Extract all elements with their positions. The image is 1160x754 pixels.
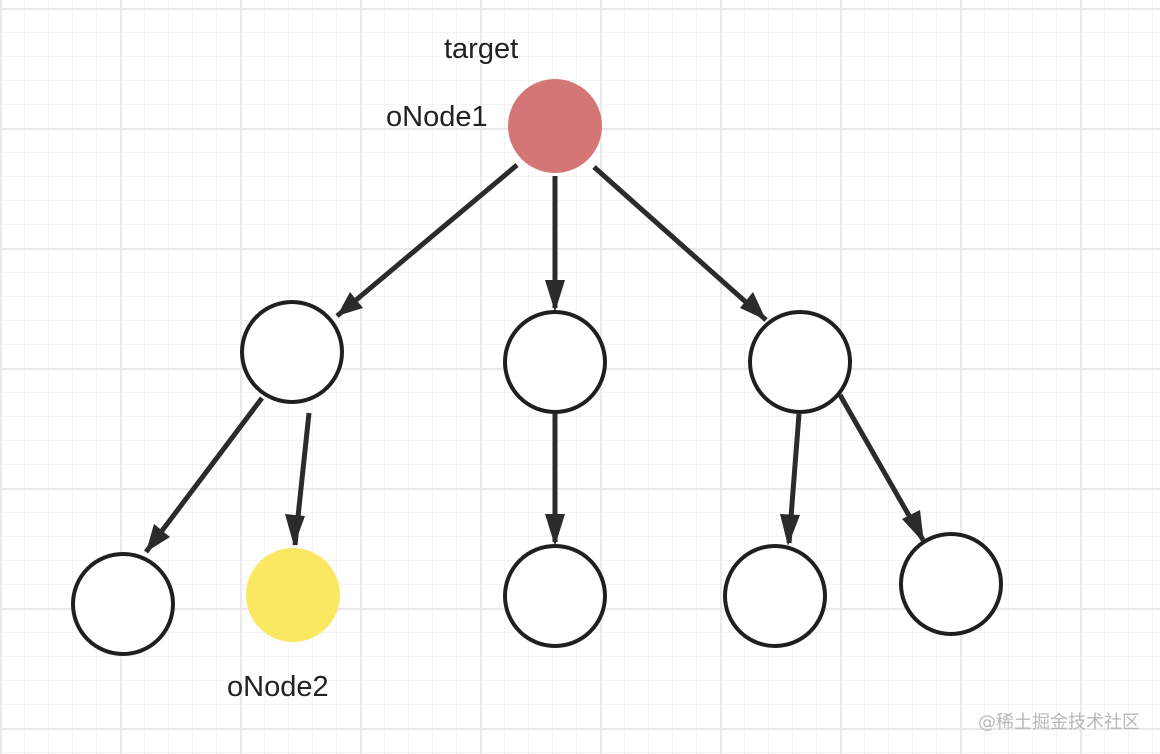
node-child-middle xyxy=(503,310,607,414)
node-leaf-5 xyxy=(899,532,1003,636)
node-child-right xyxy=(748,310,852,414)
edges xyxy=(144,163,926,554)
arrowhead-icon xyxy=(285,514,305,546)
watermark: @稀土掘金技术社区 xyxy=(978,712,1140,733)
edge-onode1-child-right xyxy=(592,165,768,322)
edge-child-left-leaf-1 xyxy=(144,396,264,554)
node-leaf-4 xyxy=(723,544,827,648)
arrowhead-icon xyxy=(545,514,565,546)
target-label: target xyxy=(444,33,519,65)
node-onode2 xyxy=(246,548,340,642)
arrowhead-icon xyxy=(545,280,565,312)
arrowhead-icon xyxy=(902,510,924,543)
node-leaf-3 xyxy=(503,544,607,648)
arrowhead-icon xyxy=(740,292,766,320)
edge-onode1-child-left xyxy=(335,163,519,318)
node-onode1-target xyxy=(508,79,602,173)
onode2-label: oNode2 xyxy=(227,671,329,703)
node-leaf-1 xyxy=(71,552,175,656)
arrowhead-icon xyxy=(780,514,800,546)
onode1-label: oNode1 xyxy=(386,101,488,133)
node-child-left xyxy=(240,300,344,404)
arrowhead-icon xyxy=(337,292,363,316)
arrowhead-icon xyxy=(146,524,170,552)
nodes xyxy=(71,79,1003,656)
